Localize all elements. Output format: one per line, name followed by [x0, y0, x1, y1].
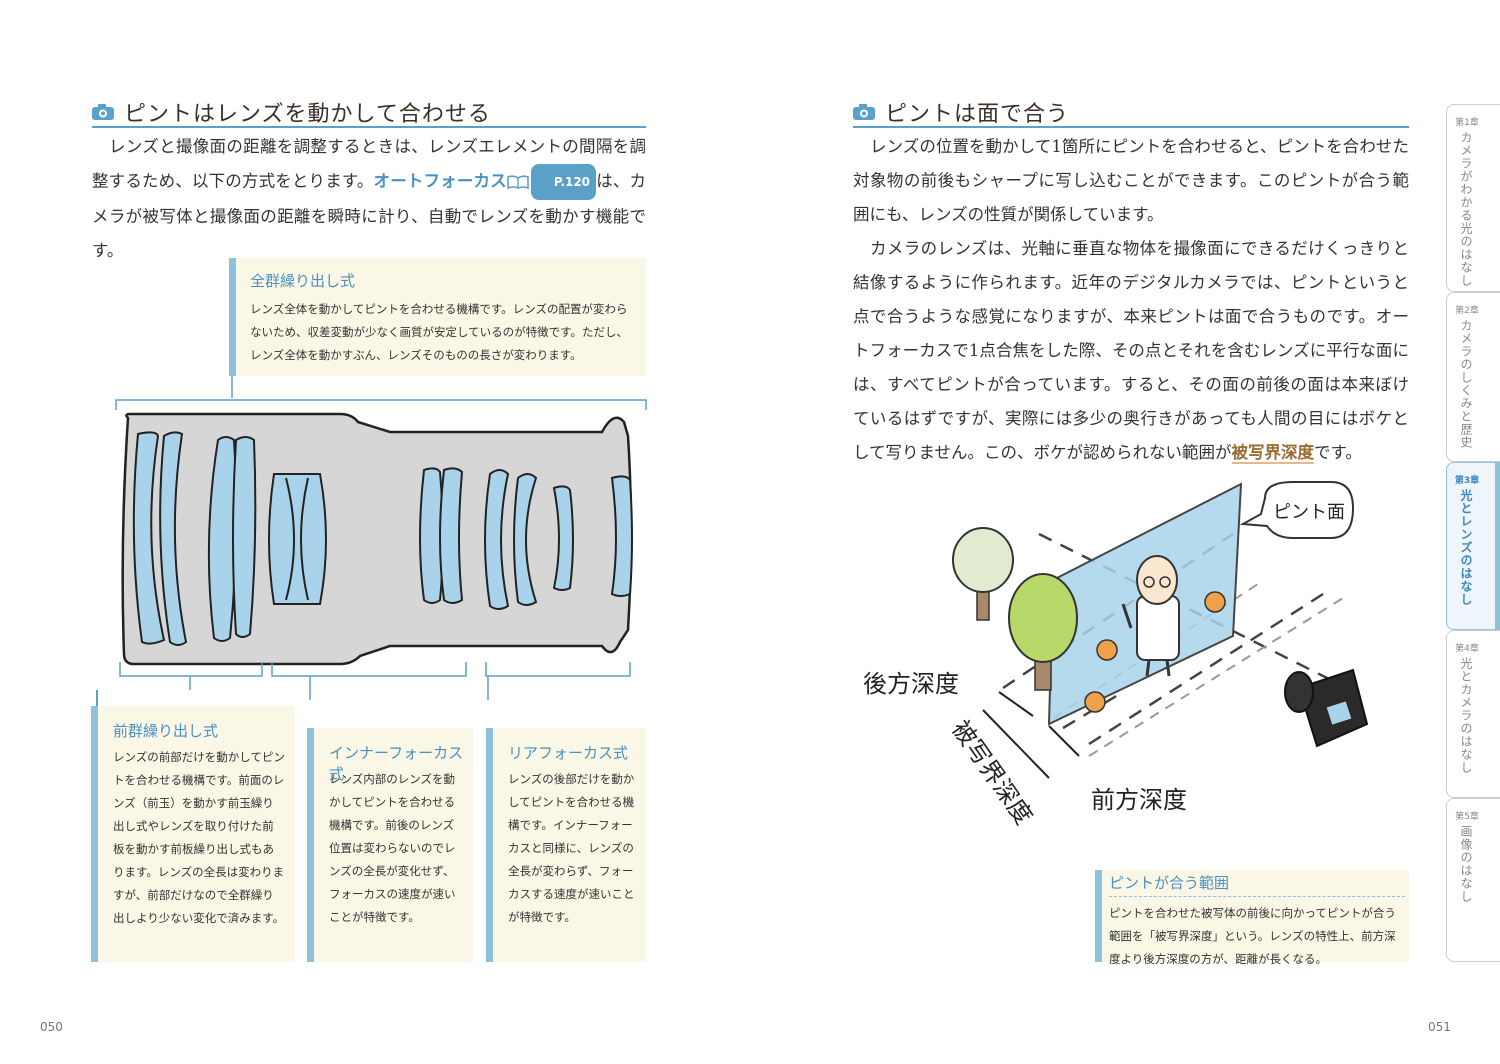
- page-number-right: 051: [1428, 1020, 1451, 1034]
- lens-element: [207, 436, 238, 642]
- focus-plane-label: ピント面: [1273, 502, 1345, 523]
- flower: [1084, 691, 1106, 713]
- rear-depth-label: 後方深度: [863, 670, 959, 698]
- flower: [1204, 591, 1226, 613]
- left-intro-paragraph: レンズと撮像面の距離を調整するときは、レンズエレメントの間隔を調整するため、以下…: [92, 130, 646, 268]
- tree-front: [1008, 573, 1078, 691]
- lens-cross-section-illustration: [115, 376, 647, 700]
- chapter-title: 光とレンズのはなし: [1459, 489, 1473, 606]
- chapter-tab-4[interactable]: 第4章 光とカメラのはなし: [1446, 630, 1500, 798]
- lens-element: [300, 477, 309, 601]
- flower: [1096, 639, 1118, 661]
- chapter-tab-2[interactable]: 第2章 カメラのしくみと歴史: [1446, 292, 1500, 462]
- chapter-number: 第4章: [1455, 644, 1479, 654]
- left-para-text-2: は、カメラが被写体と撮像面の距離を瞬時に計り、自動でレンズを動かす機能です。: [92, 171, 647, 261]
- note-rear-focus: リアフォーカス式 レンズの後部だけを動かしてピントを合わせる機構です。インナーフ…: [486, 728, 646, 962]
- bracket-all: [115, 399, 647, 410]
- note-body: レンズ全体を動かしてピントを合わせる機構です。レンズの配置が変わらないため、収差…: [250, 302, 629, 362]
- lens-element: [419, 467, 444, 604]
- left-heading-rule: [92, 126, 646, 128]
- note-focus-range: ピントが合う範囲 ピントを合わせた被写体の前後に向かってピントが合う範囲を「被写…: [1095, 870, 1409, 966]
- dof-keyword: 被写界深度: [1231, 443, 1315, 464]
- page-reference[interactable]: P.120: [507, 164, 597, 200]
- chapter-number: 第2章: [1455, 306, 1479, 316]
- left-para-text-1: レンズと撮像面の距離を調整するときは、レンズエレメントの間隔を調整するため、以下…: [92, 137, 646, 191]
- lens-element: [552, 485, 574, 591]
- note-bar: [1095, 870, 1102, 962]
- chapter-number: 第1章: [1455, 118, 1479, 128]
- ground-line: [1088, 597, 1344, 757]
- chapter-title: カメラがわかる光のはなし: [1459, 131, 1473, 287]
- bracket-inner: [271, 662, 467, 677]
- note-front-group: 前群繰り出し式 レンズの前部だけを動かしてピントを合わせる機構です。前面のレンズ…: [91, 706, 295, 962]
- note-title: リアフォーカス式: [508, 744, 629, 762]
- lens-element: [232, 436, 257, 638]
- camera-illustration: [1284, 668, 1369, 748]
- speech-bubble: [1239, 481, 1355, 539]
- chapter-title: 光とカメラのはなし: [1459, 657, 1473, 774]
- lens-element: [132, 431, 166, 645]
- lens-element: [484, 469, 510, 610]
- front-depth-label: 前方深度: [1091, 786, 1187, 814]
- note-body: レンズ内部のレンズを動かしてピントを合わせる機構です。前後のレンズ位置は変わらな…: [329, 772, 456, 924]
- bracket-front: [119, 662, 263, 677]
- front-depth-arrow: [1048, 725, 1080, 757]
- page-ref-badge: P.120: [530, 164, 597, 200]
- right-heading: ピントは面で合う: [853, 96, 1069, 128]
- chapter-number: 第5章: [1455, 812, 1479, 822]
- rear-depth-arrow: [998, 691, 1034, 717]
- camera-icon: [853, 104, 875, 120]
- lens-barrel: [121, 412, 633, 666]
- note-inner-focus: インナーフォーカス式 レンズ内部のレンズを動かしてピントを合わせる機構です。前後…: [307, 728, 473, 962]
- note-all-group: 全群繰り出し式 レンズ全体を動かしてピントを合わせる機構です。レンズの配置が変わ…: [229, 258, 646, 376]
- note-bar: [307, 728, 314, 962]
- lens-element: [439, 467, 464, 604]
- note-body: レンズの後部だけを動かしてピントを合わせる機構です。インナーフォーカスと同様に、…: [508, 772, 635, 924]
- depth-of-field-illustration: ピント面 後方深度 被写界深度 前方深度: [863, 481, 1369, 830]
- note-title: インナーフォーカス式: [329, 744, 464, 783]
- chapter-title: 画像のはなし: [1459, 825, 1473, 903]
- person-figure: [1121, 555, 1180, 677]
- note-bar: [486, 728, 493, 962]
- right-paragraph-1: レンズの位置を動かして1箇所にピントを合わせると、ピントを合わせた対象物の前後も…: [853, 137, 1409, 224]
- right-paragraph-2: カメラのレンズは、光軸に垂直な物体を撮像面にできるだけくっきりと結像するように作…: [853, 232, 1409, 470]
- note-divider: [1109, 896, 1405, 897]
- lens-element: [285, 477, 295, 601]
- lens-element: [268, 473, 327, 605]
- dof-label: 被写界深度: [946, 715, 1038, 829]
- chapter-number: 第3章: [1454, 476, 1480, 486]
- right-heading-text: ピントは面で合う: [885, 102, 1070, 127]
- lens-element: [159, 431, 188, 646]
- note-title: 前群繰り出し式: [113, 722, 219, 740]
- note-title: 全群繰り出し式: [250, 272, 356, 290]
- camera-icon: [92, 104, 114, 120]
- right-heading-rule: [853, 126, 1409, 128]
- connector-line: [96, 690, 98, 706]
- left-heading-text: ピントはレンズを動かして合わせる: [124, 102, 491, 127]
- bracket-rear: [485, 662, 631, 677]
- autofocus-keyword: オートフォーカス: [373, 171, 507, 191]
- left-heading: ピントはレンズを動かして合わせる: [92, 96, 491, 128]
- chapter-tab-3[interactable]: 第3章 光とレンズのはなし: [1446, 462, 1500, 630]
- note-body: ピントを合わせた被写体の前後に向かってピントが合う範囲を「被写界深度」という。レ…: [1109, 906, 1396, 966]
- tree-back: [952, 527, 1014, 621]
- chapter-title: カメラのしくみと歴史: [1459, 319, 1473, 449]
- page-number-left: 050: [40, 1020, 63, 1034]
- lens-element: [513, 473, 538, 606]
- note-bar: [229, 258, 236, 376]
- right-para2-text: カメラのレンズは、光軸に垂直な物体を撮像面にできるだけくっきりと結像するように作…: [853, 239, 1409, 462]
- chapter-tab-1[interactable]: 第1章 カメラがわかる光のはなし: [1446, 104, 1500, 292]
- book-icon: [507, 175, 529, 189]
- dof-arrow: [982, 709, 1050, 779]
- note-bar: [91, 706, 98, 962]
- note-title: ピントが合う範囲: [1109, 874, 1230, 892]
- chapter-tab-5[interactable]: 第5章 画像のはなし: [1446, 798, 1500, 962]
- note-body: レンズの前部だけを動かしてピントを合わせる機構です。前面のレンズ（前玉）を動かす…: [113, 750, 285, 925]
- right-para2-tail: です。: [1314, 443, 1362, 462]
- lens-element: [610, 475, 633, 597]
